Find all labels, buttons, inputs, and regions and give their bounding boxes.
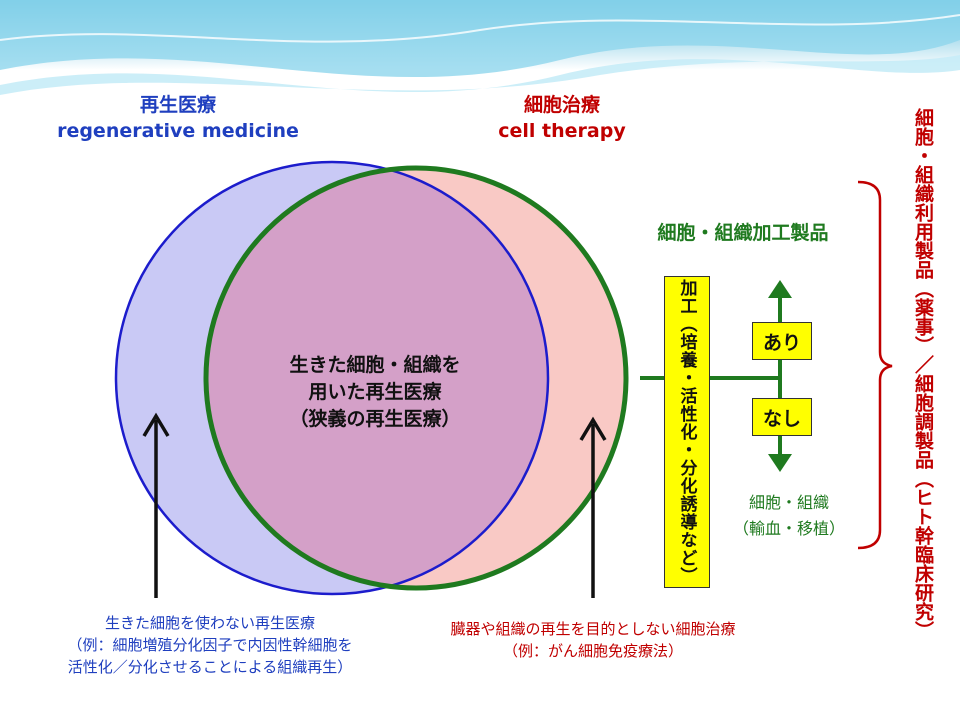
left-note-line-3: 活性化／分化させることによる組織再生） bbox=[67, 658, 353, 676]
left-note-line-1: 生きた細胞を使わない再生医療 bbox=[104, 614, 315, 632]
right-note-line-1: 臓器や組織の再生を目的としない細胞治療 bbox=[450, 620, 736, 638]
regenerative-medicine-title: 再生医療 regenerative medicine bbox=[48, 92, 308, 144]
side-label: 細胞・組織利用製品（薬事）／細胞調製品（ヒト幹臨床研究） bbox=[912, 108, 934, 640]
regenerative-medicine-jp: 再生医療 bbox=[139, 94, 216, 116]
transfusion-label: 細胞・組織 （輸血・移植） bbox=[714, 490, 864, 542]
center-label: 生きた細胞・組織を 用いた再生医療 （狭義の再生医療） bbox=[250, 352, 500, 433]
transfusion-line-1: 細胞・組織 bbox=[748, 493, 829, 512]
header-wave bbox=[0, 0, 960, 95]
right-note: 臓器や組織の再生を目的としない細胞治療 （例：がん細胞免疫療法） bbox=[408, 618, 778, 662]
center-line-1: 生きた細胞・組織を bbox=[289, 354, 461, 376]
transfusion-line-2: （輸血・移植） bbox=[732, 519, 845, 538]
cell-therapy-jp: 細胞治療 bbox=[523, 94, 600, 116]
regenerative-medicine-en: regenerative medicine bbox=[57, 120, 299, 142]
left-note-line-2: （例：細胞増殖分化因子で内因性幹細胞を bbox=[67, 636, 353, 654]
cell-therapy-outline bbox=[203, 165, 629, 591]
center-line-3: （狭義の再生医療） bbox=[289, 408, 461, 430]
center-line-2: 用いた再生医療 bbox=[308, 381, 442, 403]
yes-box: あり bbox=[752, 322, 812, 360]
processed-products-label: 細胞・組織加工製品 bbox=[657, 222, 829, 244]
right-note-line-2: （例：がん細胞免疫療法） bbox=[502, 642, 683, 660]
processing-box: 加工（培養・活性化・分化誘導など） bbox=[664, 276, 710, 588]
left-note: 生きた細胞を使わない再生医療 （例：細胞増殖分化因子で内因性幹細胞を 活性化／分… bbox=[10, 612, 410, 678]
left-pointer-arrowhead bbox=[142, 412, 170, 437]
cell-therapy-en: cell therapy bbox=[498, 120, 626, 142]
regenerative-medicine-outline bbox=[114, 160, 550, 596]
right-pointer-arrowhead bbox=[579, 416, 607, 441]
cell-therapy-title: 細胞治療 cell therapy bbox=[462, 92, 662, 144]
arrow-down-head bbox=[768, 454, 792, 472]
arrow-up-head bbox=[768, 280, 792, 298]
no-box: なし bbox=[752, 398, 812, 436]
right-brace bbox=[857, 180, 893, 550]
